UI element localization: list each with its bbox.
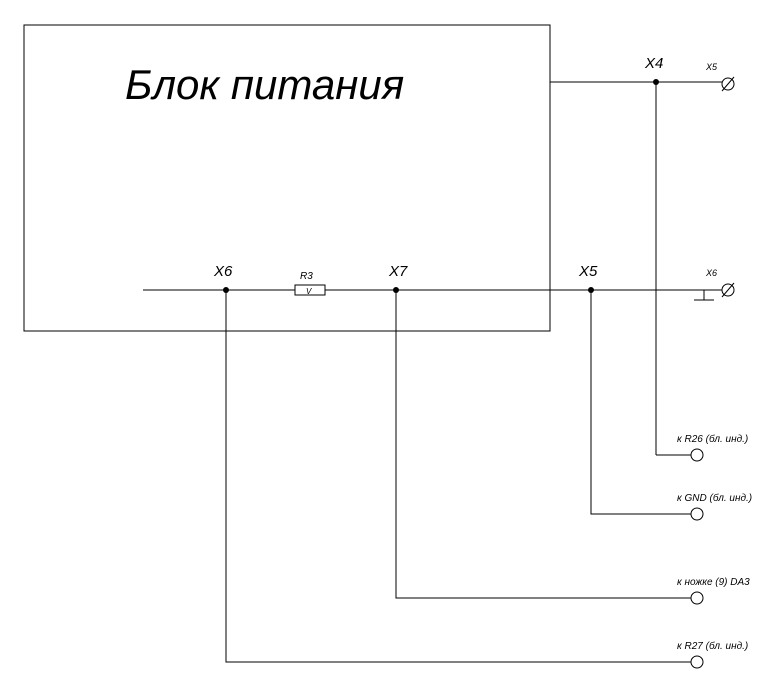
resistor-label: R3 [300,271,313,282]
terminal-right-slash [721,282,735,298]
node-label-x7: X7 [388,263,408,280]
power-supply-block [23,24,551,332]
terminal-top-slash [721,76,735,92]
terminal-label-r26: к R26 (бл. инд.) [677,433,748,445]
node-label-x4: X4 [644,55,663,72]
terminal-label-r27: к R27 (бл. инд.) [677,640,748,652]
wire-x7-da3 [395,290,691,599]
terminal-label-right: X6 [705,268,717,278]
terminal-label-da3: к ножке (9) DA3 [677,577,750,588]
wire-x5-gnd [590,290,691,515]
node-x4-dot [653,79,659,85]
terminal-gnd [690,507,704,521]
resistor-mark: V [306,287,312,296]
block-title: Блок питания [125,61,404,108]
node-label-x6: X6 [213,263,233,280]
terminal-da3 [690,591,704,605]
terminal-r26 [690,448,704,462]
terminal-label-gnd: к GND (бл. инд.) [677,492,752,504]
terminal-r27 [690,655,704,669]
terminal-label-top: X5 [705,62,718,72]
wire-x6-r27 [225,290,691,663]
resistor-r3 [294,284,326,296]
node-label-x5: X5 [578,263,598,280]
